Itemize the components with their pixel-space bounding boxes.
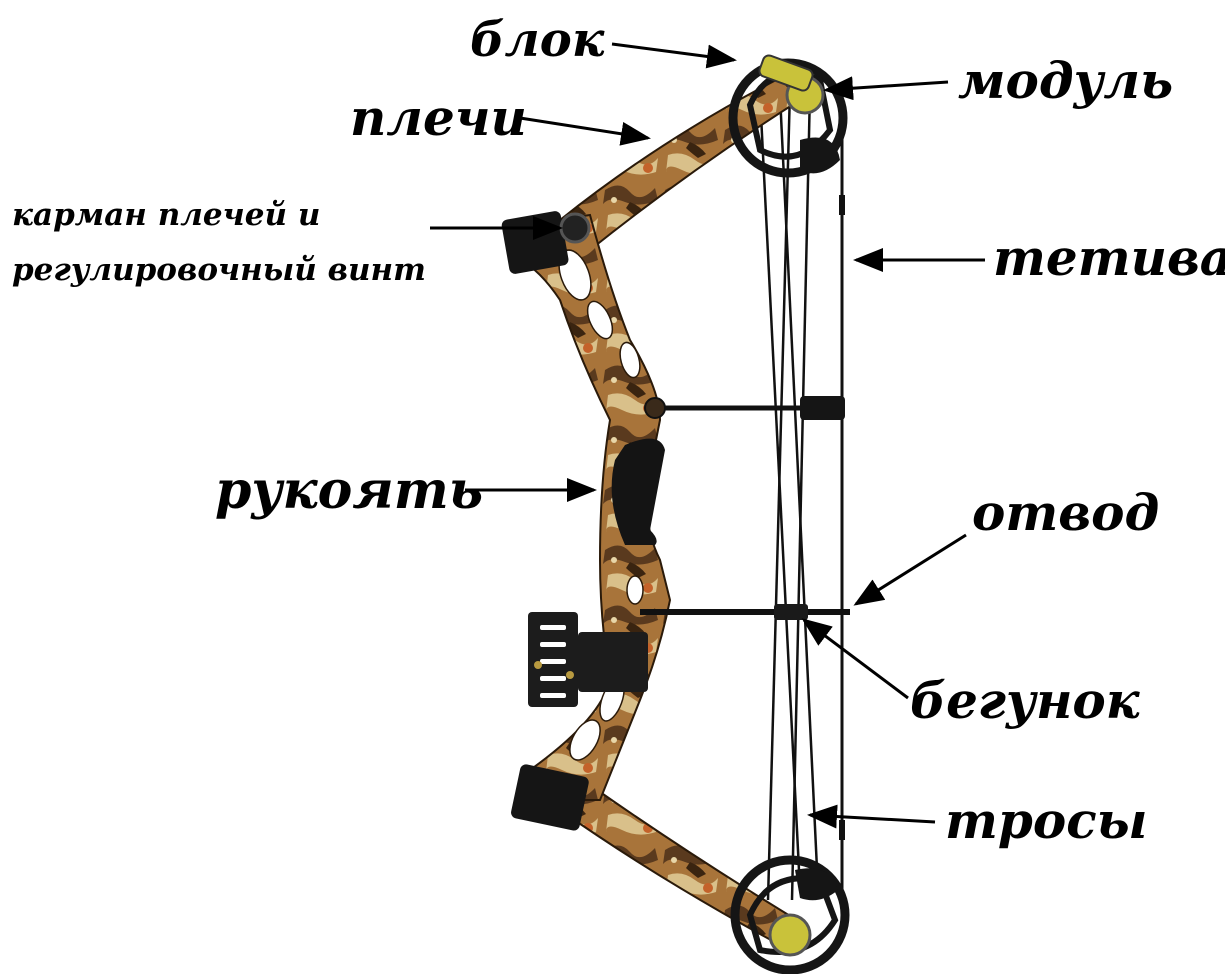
label-limb-pocket-line1: карман плечей и xyxy=(12,197,320,233)
arrow-block xyxy=(612,44,734,60)
label-cable-guard: отвод xyxy=(972,483,1159,542)
string-serving-bottom xyxy=(839,820,845,840)
arrow-cable-guard xyxy=(856,535,966,604)
string-serving-top xyxy=(839,195,845,215)
bottom-module xyxy=(770,915,810,955)
cables xyxy=(760,90,818,900)
arrow-cable-slide xyxy=(804,620,908,698)
arrow-cables xyxy=(810,815,935,822)
label-string: тетива xyxy=(993,228,1225,287)
label-module: модуль xyxy=(958,51,1173,110)
arrow-module xyxy=(826,82,948,90)
upper-limb-pocket xyxy=(501,210,570,275)
label-cable-slide: бегунок xyxy=(910,671,1141,730)
adjustment-screw xyxy=(561,214,589,242)
top-cam xyxy=(733,54,843,174)
label-grip: рукоять xyxy=(215,460,483,521)
label-limbs: плечи xyxy=(350,88,527,147)
rest-mount xyxy=(645,398,665,418)
label-limb-pocket-line2: регулировочный винт xyxy=(12,252,426,288)
label-block: блок xyxy=(470,12,605,68)
cable-slide-body xyxy=(774,604,808,620)
label-cables: тросы xyxy=(945,791,1148,850)
arrow-rest-tip xyxy=(800,396,845,420)
bow-illustration xyxy=(501,54,850,970)
bottom-cam xyxy=(735,860,845,970)
grip xyxy=(612,439,665,545)
arrow-limbs xyxy=(520,118,648,138)
